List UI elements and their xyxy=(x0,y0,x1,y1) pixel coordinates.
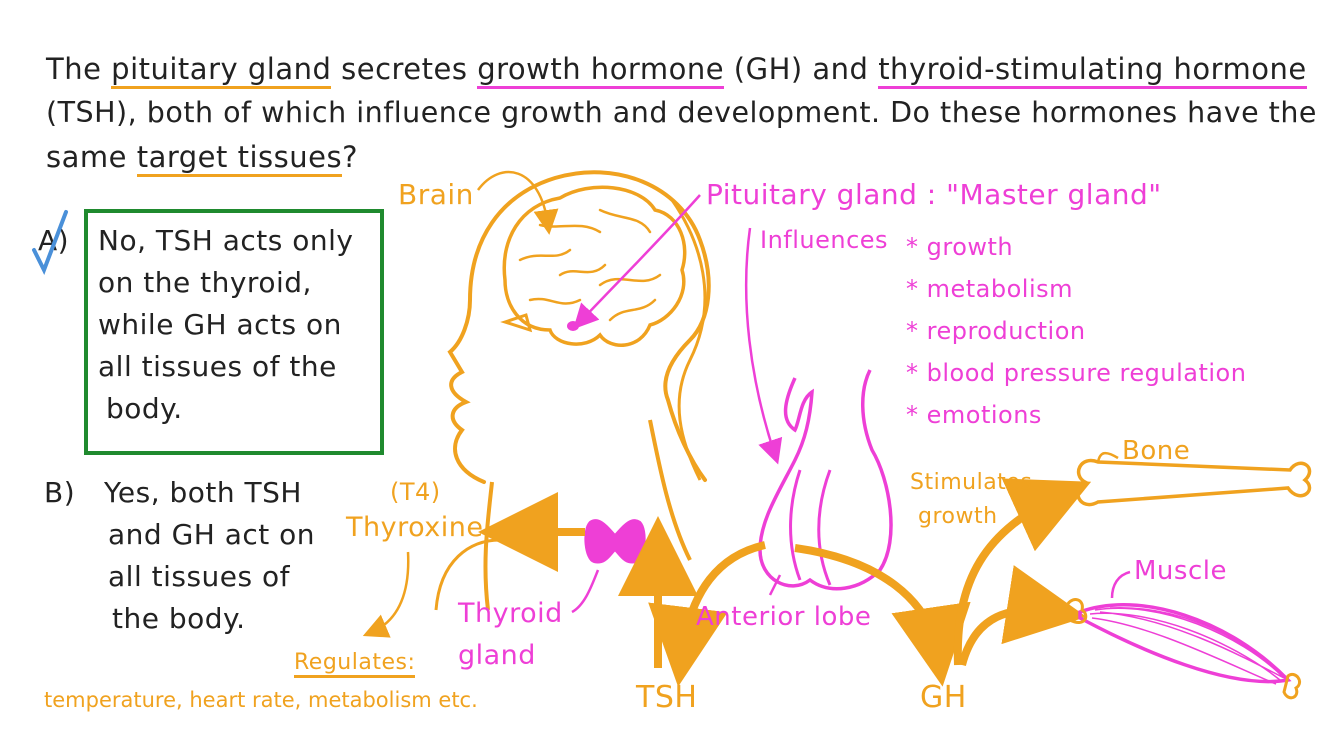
question-text: (GH) and xyxy=(724,52,879,86)
option-a-line: No, TSH acts only xyxy=(98,224,354,257)
term-target-tissues: target tissues xyxy=(136,140,343,177)
term-pituitary-gland: pituitary gland xyxy=(111,52,332,89)
head-inner-line xyxy=(670,199,707,481)
term-growth-hormone: growth hormone xyxy=(477,52,725,89)
label-thyroxine: Thyroxine xyxy=(346,512,484,543)
label-regulates: Regulates: xyxy=(294,650,416,678)
neck-front-arrow xyxy=(434,538,501,611)
influence-item: * growth xyxy=(906,233,1014,261)
pituitary-to-gh-arrow xyxy=(794,544,971,687)
label-pituitary-gland: Pituitary gland : "Master gland" xyxy=(706,178,1162,211)
label-muscle: Muscle xyxy=(1134,556,1227,586)
pituitary-lobe-line xyxy=(789,469,802,581)
question-line-3: same target tissues? xyxy=(46,140,358,177)
label-brain: Brain xyxy=(398,178,474,211)
label-influences: Influences xyxy=(760,226,889,254)
influence-item: * emotions xyxy=(906,401,1042,429)
regulates-arrow xyxy=(362,551,410,638)
option-a-line: all tissues of the xyxy=(98,350,337,383)
option-b-letter[interactable]: B) xyxy=(44,476,76,509)
label-thyroid: Thyroid xyxy=(458,598,563,629)
label-gh: GH xyxy=(920,680,967,715)
label-stimulates: Stimulates xyxy=(910,470,1033,495)
label-tsh: TSH xyxy=(636,680,698,715)
question-text: secretes xyxy=(331,52,478,86)
pituitary-lobe-line xyxy=(817,469,832,586)
label-bone: Bone xyxy=(1122,436,1191,466)
option-a-answer-box[interactable] xyxy=(84,209,384,455)
label-growth: growth xyxy=(918,504,998,529)
eye-icon xyxy=(500,313,533,333)
label-regulates-list: temperature, heart rate, metabolism etc. xyxy=(44,688,478,712)
label-t4: (T4) xyxy=(390,478,441,506)
muscle-icon xyxy=(1078,603,1292,684)
question-text: same xyxy=(46,140,137,174)
influence-item: * metabolism xyxy=(906,275,1074,303)
gh-to-muscle-arrow xyxy=(958,565,1087,667)
checkmark-icon xyxy=(32,210,68,275)
question-text: ? xyxy=(342,140,358,174)
brain-folds xyxy=(518,208,662,322)
regulates-heading: Regulates: xyxy=(294,650,416,678)
question-line-2: (TSH), both of which influence growth an… xyxy=(46,96,1317,129)
influence-list: * growth * metabolism * reproduction * b… xyxy=(906,226,1246,436)
pituitary-to-tsh-arrow xyxy=(648,541,766,687)
question-line-1: The pituitary gland secretes growth horm… xyxy=(46,52,1307,89)
option-a-line: while GH acts on xyxy=(98,308,342,341)
brain-shape xyxy=(502,185,687,347)
option-b-line: Yes, both TSH xyxy=(104,476,302,509)
anterior-lobe-pointer xyxy=(768,574,782,596)
influence-item: * reproduction xyxy=(906,317,1086,345)
term-thyroid-stimulating-hormone: thyroid-stimulating hormone xyxy=(878,52,1307,89)
neck-line-front xyxy=(483,481,494,611)
option-a-line: on the thyroid, xyxy=(98,266,312,299)
label-gland: gland xyxy=(458,640,536,671)
thyroid-gland-shape xyxy=(584,519,646,564)
question-text: The xyxy=(46,52,112,86)
option-a-text[interactable]: No, TSH acts only on the thyroid, while … xyxy=(98,220,353,430)
pituitary-dot xyxy=(567,321,579,331)
magnify-arrow xyxy=(744,227,783,465)
head-outline xyxy=(447,170,711,484)
option-b-text[interactable]: Yes, both TSH and GH act on all tissues … xyxy=(104,472,315,640)
pituitary-arrow xyxy=(573,194,701,330)
label-anterior-lobe: Anterior lobe xyxy=(696,602,872,632)
option-b-line: the body. xyxy=(112,602,246,635)
option-b-line: all tissues of xyxy=(108,560,290,593)
brain-arrow xyxy=(476,170,559,235)
option-b-line: and GH act on xyxy=(108,518,316,551)
influence-item: * blood pressure regulation xyxy=(906,359,1247,387)
gh-to-bone-arrow xyxy=(953,478,1092,666)
muscle-tendon-right xyxy=(1282,673,1302,700)
option-a-line: body. xyxy=(106,392,183,425)
bone-pointer xyxy=(1096,451,1119,463)
bone-icon xyxy=(1076,458,1312,507)
thyroid-pointer xyxy=(571,569,600,614)
pituitary-stalk xyxy=(758,369,893,591)
muscle-tendon-left xyxy=(1064,598,1088,625)
muscle-fibers xyxy=(1089,607,1285,685)
muscle-pointer xyxy=(1110,570,1131,599)
